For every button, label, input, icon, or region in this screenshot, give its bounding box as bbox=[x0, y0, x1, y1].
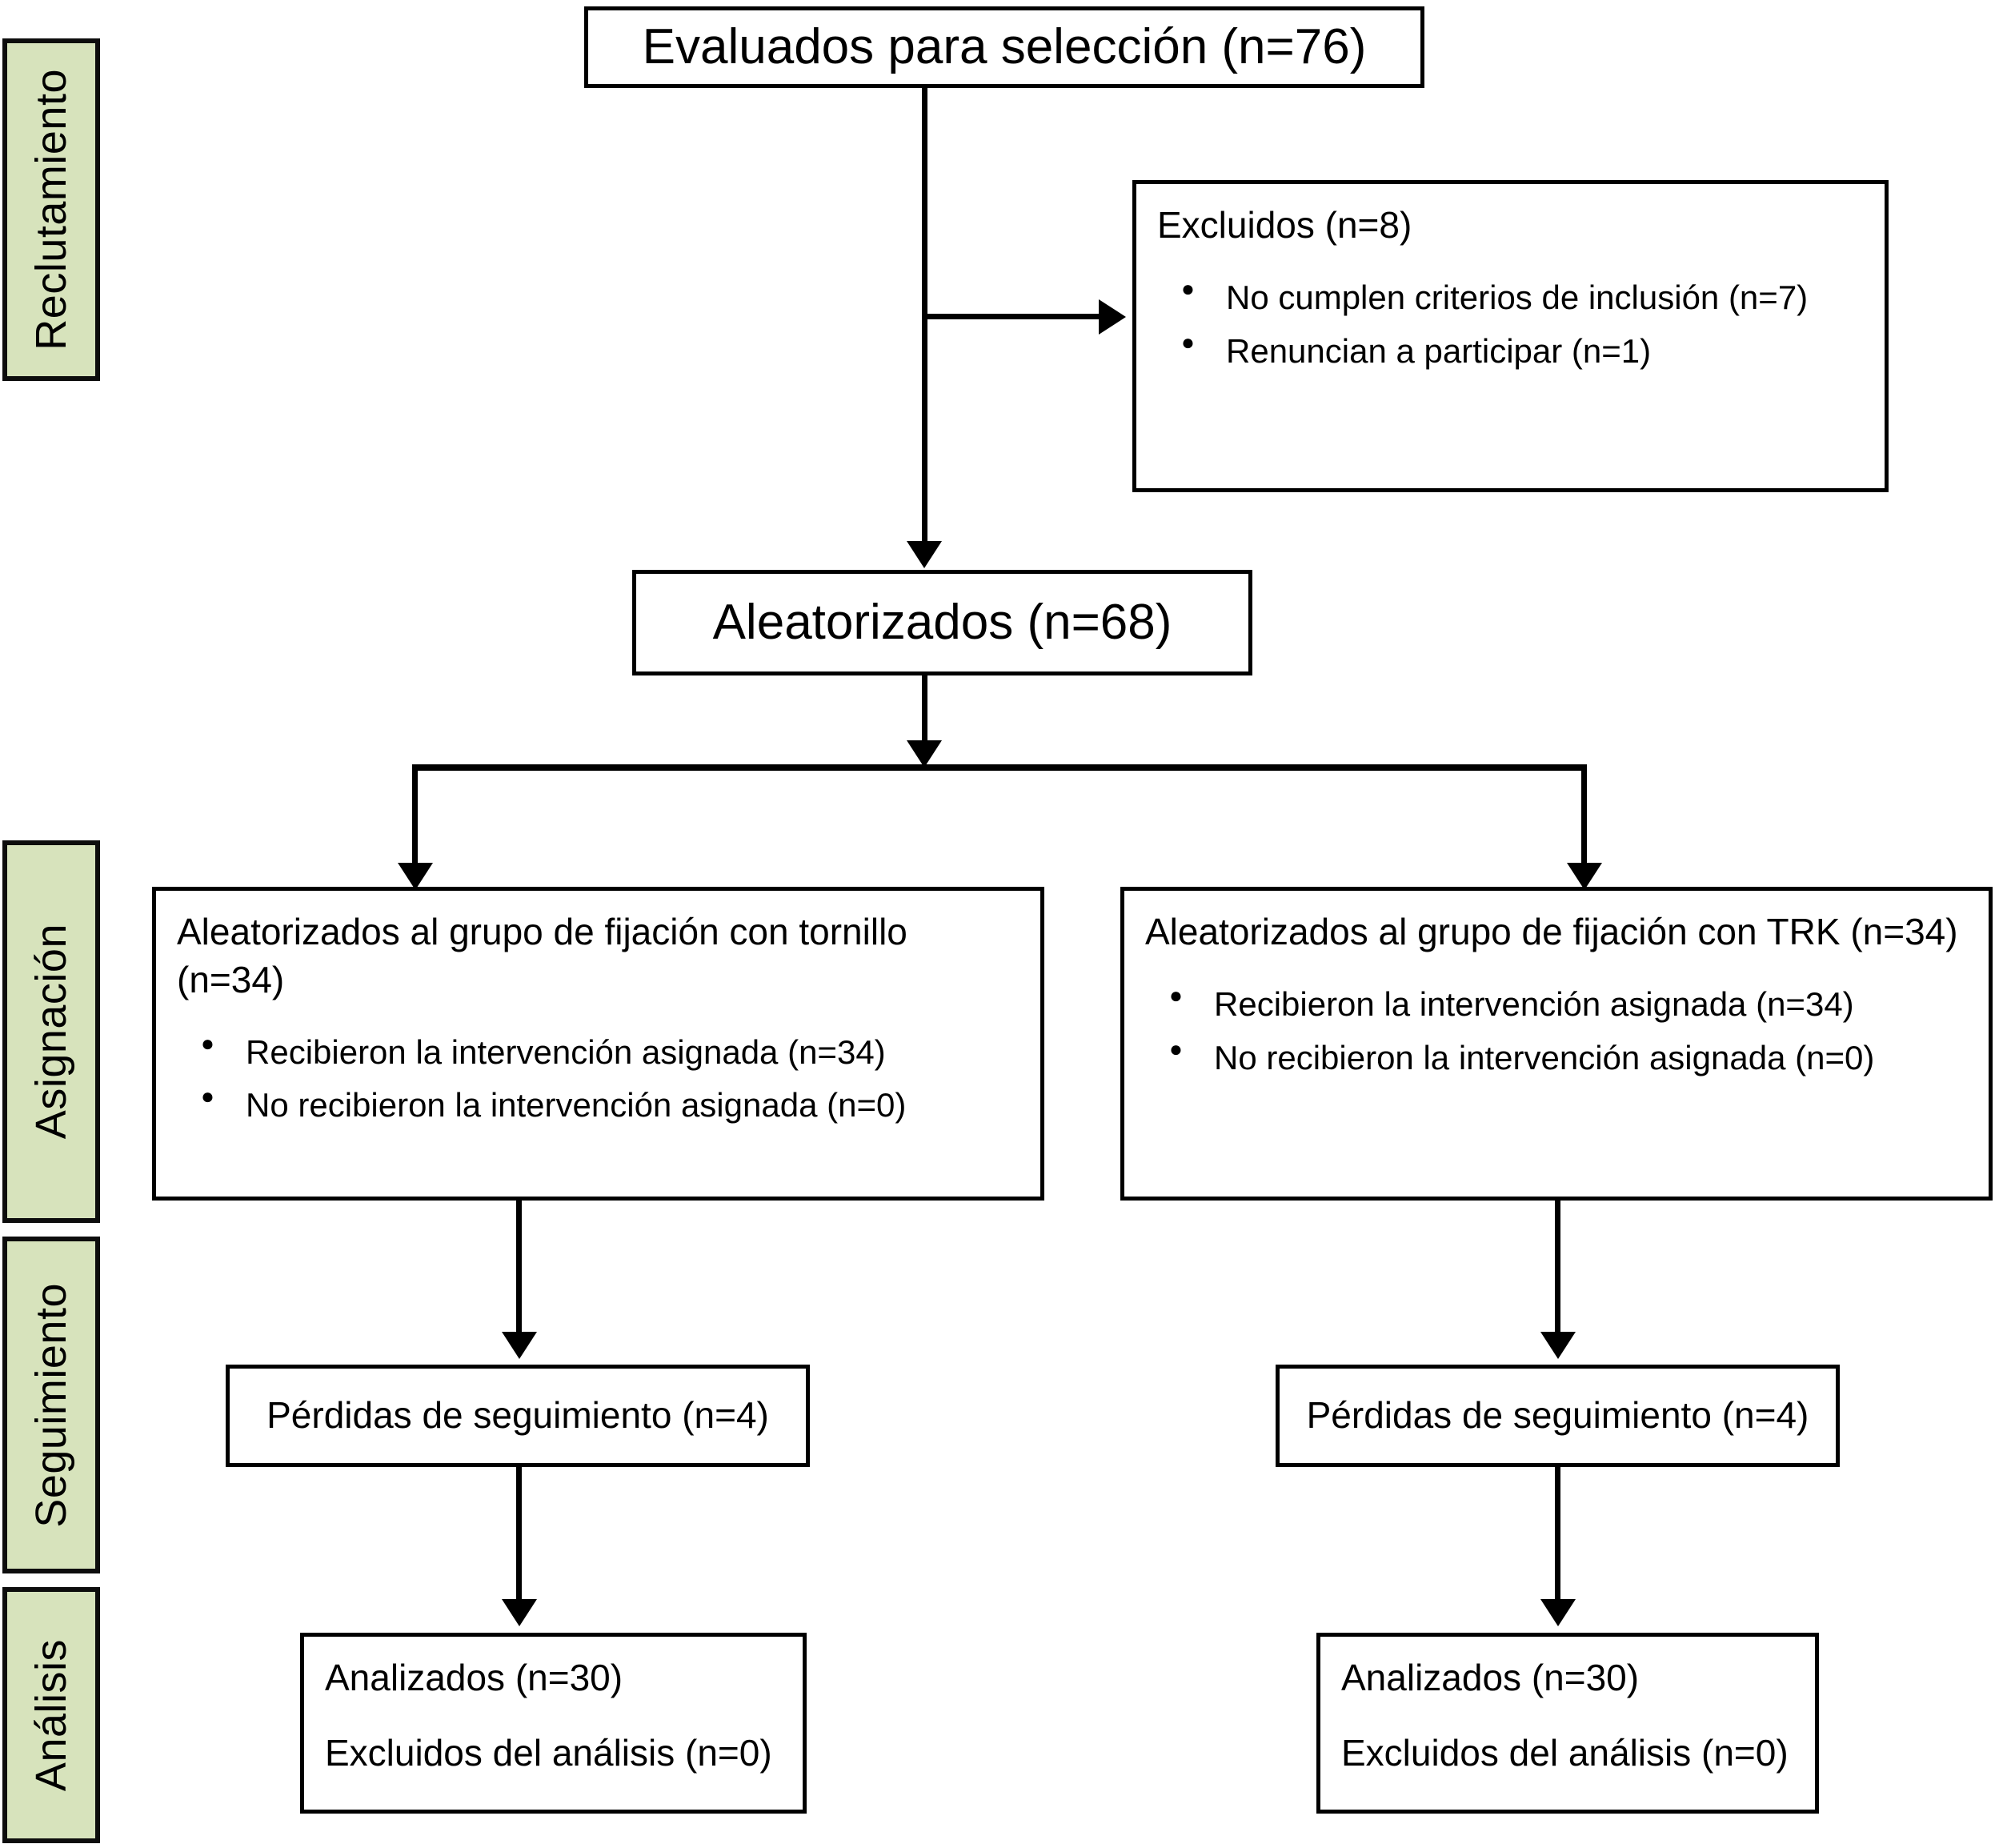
connector-split-bar bbox=[412, 764, 1587, 771]
arrowhead-randomized bbox=[907, 541, 942, 568]
node-allocation-right: Aleatorizados al grupo de fijación con T… bbox=[1120, 887, 1993, 1201]
list-item: Recibieron la intervención asignada (n=3… bbox=[1169, 980, 1968, 1029]
arrowhead-excluded bbox=[1099, 299, 1126, 335]
arrowhead-alloc-left bbox=[398, 863, 433, 890]
node-analysis-left-line2: Excluidos del análisis (n=0) bbox=[325, 1731, 772, 1774]
node-analysis-right-line1: Analizados (n=30) bbox=[1341, 1657, 1640, 1698]
connector-followup-left-to-analysis bbox=[516, 1467, 522, 1605]
arrowhead-followup-left bbox=[502, 1332, 537, 1359]
node-analysis-left: Analizados (n=30) Excluidos del análisis… bbox=[300, 1633, 807, 1814]
connector-screened-to-excluded bbox=[924, 314, 1102, 319]
list-item: No recibieron la intervención asignada (… bbox=[201, 1080, 1020, 1130]
phase-label-allocation-text: Asignación bbox=[27, 924, 75, 1140]
node-screened: Evaluados para selección (n=76) bbox=[584, 6, 1424, 88]
connector-split-left bbox=[412, 764, 418, 868]
node-screened-text: Evaluados para selección (n=76) bbox=[642, 19, 1367, 75]
node-allocation-left-list: Recibieron la intervención asignada (n=3… bbox=[177, 1028, 1020, 1131]
list-item: Recibieron la intervención asignada (n=3… bbox=[201, 1028, 1020, 1077]
list-item: No recibieron la intervención asignada (… bbox=[1169, 1033, 1968, 1083]
phase-label-analysis: Análisis bbox=[2, 1587, 100, 1843]
node-analysis-right: Analizados (n=30) Excluidos del análisis… bbox=[1316, 1633, 1819, 1814]
node-followup-right: Pérdidas de seguimiento (n=4) bbox=[1276, 1365, 1840, 1467]
node-allocation-right-list: Recibieron la intervención asignada (n=3… bbox=[1145, 980, 1968, 1083]
arrowhead-followup-right bbox=[1540, 1332, 1576, 1359]
node-allocation-left: Aleatorizados al grupo de fijación con t… bbox=[152, 887, 1044, 1201]
phase-label-allocation: Asignación bbox=[2, 840, 100, 1223]
node-followup-left: Pérdidas de seguimiento (n=4) bbox=[226, 1365, 810, 1467]
connector-alloc-right-to-followup bbox=[1555, 1201, 1560, 1338]
node-excluded-list: No cumplen criterios de inclusión (n=7) … bbox=[1157, 273, 1864, 376]
arrowhead-alloc-right bbox=[1567, 863, 1602, 890]
node-excluded: Excluidos (n=8) No cumplen criterios de … bbox=[1132, 180, 1889, 492]
connector-randomized-stem bbox=[922, 675, 927, 748]
node-followup-right-text: Pérdidas de seguimiento (n=4) bbox=[1306, 1394, 1809, 1437]
node-analysis-left-line1: Analizados (n=30) bbox=[325, 1657, 623, 1698]
connector-followup-right-to-analysis bbox=[1555, 1467, 1560, 1605]
node-excluded-heading: Excluidos (n=8) bbox=[1157, 204, 1412, 246]
node-followup-left-text: Pérdidas de seguimiento (n=4) bbox=[266, 1394, 769, 1437]
node-allocation-right-heading: Aleatorizados al grupo de fijación con T… bbox=[1145, 911, 1958, 952]
connector-alloc-left-to-followup bbox=[516, 1201, 522, 1338]
arrowhead-analysis-left bbox=[502, 1599, 537, 1626]
node-allocation-left-heading: Aleatorizados al grupo de fijación con t… bbox=[177, 911, 907, 1000]
node-analysis-right-line2: Excluidos del análisis (n=0) bbox=[1341, 1731, 1789, 1774]
phase-label-followup: Seguimiento bbox=[2, 1237, 100, 1573]
node-randomized-text: Aleatorizados (n=68) bbox=[712, 595, 1172, 651]
phase-label-analysis-text: Análisis bbox=[27, 1638, 75, 1792]
phase-label-recruitment: Reclutamiento bbox=[2, 38, 100, 381]
list-item: No cumplen criterios de inclusión (n=7) bbox=[1181, 273, 1864, 323]
node-randomized: Aleatorizados (n=68) bbox=[632, 570, 1252, 675]
phase-label-followup-text: Seguimiento bbox=[27, 1282, 75, 1528]
arrowhead-split bbox=[907, 740, 942, 768]
phase-label-recruitment-text: Reclutamiento bbox=[27, 69, 75, 351]
arrowhead-analysis-right bbox=[1540, 1599, 1576, 1626]
connector-split-right bbox=[1581, 764, 1587, 868]
list-item: Renuncian a participar (n=1) bbox=[1181, 327, 1864, 376]
